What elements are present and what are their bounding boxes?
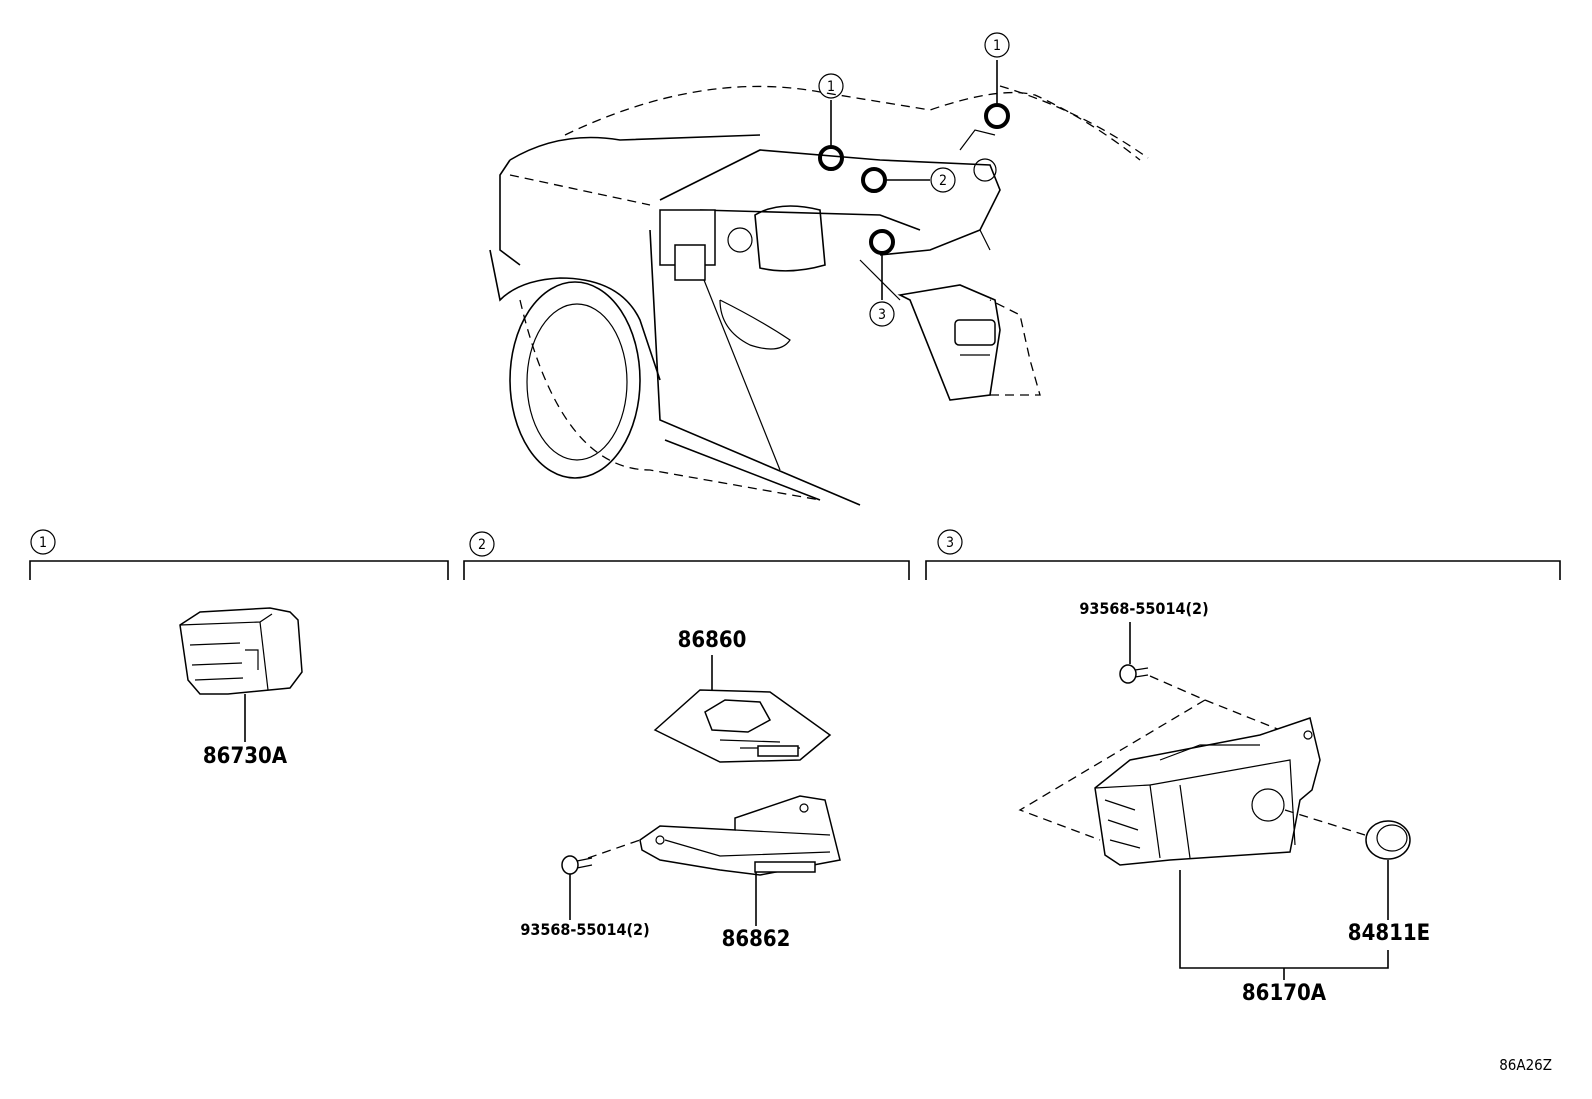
mounting-alignment-lines — [1018, 675, 1281, 841]
svg-text:1: 1 — [827, 79, 835, 95]
part-84811e-illustration — [1365, 820, 1411, 860]
vehicle-interior-illustration — [489, 85, 1149, 506]
part-number-86862: 86862 — [722, 927, 791, 952]
bolt-93568-sec3 — [1119, 664, 1149, 684]
location-marker-1b — [984, 103, 1010, 129]
svg-text:1: 1 — [993, 38, 1001, 54]
callout-badge-1a: 1 — [818, 73, 844, 99]
callout-leaders — [830, 60, 998, 300]
svg-text:2: 2 — [939, 173, 947, 189]
callout-badge-1b: 1 — [984, 32, 1010, 58]
bolt-93568-sec2 — [561, 855, 593, 875]
part-number-93568-sec3: 93568-55014(2) — [1079, 599, 1208, 618]
callout-badge-2: 2 — [930, 167, 956, 193]
location-marker-3 — [869, 229, 895, 255]
part-86862-illustration — [639, 795, 841, 876]
part-86730a-illustration — [179, 607, 303, 695]
svg-text:1: 1 — [39, 535, 47, 551]
section-1-header: 1 — [29, 529, 449, 580]
part-number-86860: 86860 — [678, 628, 747, 653]
callout-badge-3: 3 — [869, 301, 895, 327]
part-number-86730a: 86730A — [203, 744, 288, 769]
location-marker-2 — [861, 167, 887, 193]
bolt-alignment-line-sec2 — [587, 839, 641, 859]
location-marker-1a — [818, 145, 844, 171]
part-number-84811e: 84811E — [1348, 921, 1430, 946]
leader-86170a-bracket — [1179, 870, 1389, 969]
diagram-code: 86A26Z — [1499, 1056, 1552, 1074]
svg-text:3: 3 — [946, 535, 954, 551]
part-86860-illustration — [653, 689, 832, 763]
section-3-header: 3 — [925, 529, 1561, 580]
part-number-86170a: 86170A — [1242, 981, 1327, 1006]
svg-text:2: 2 — [478, 537, 486, 553]
section-2-header: 2 — [463, 531, 910, 580]
part-86170a-illustration — [1094, 717, 1321, 866]
svg-text:3: 3 — [878, 307, 886, 323]
part-number-93568-sec2: 93568-55014(2) — [520, 920, 649, 939]
